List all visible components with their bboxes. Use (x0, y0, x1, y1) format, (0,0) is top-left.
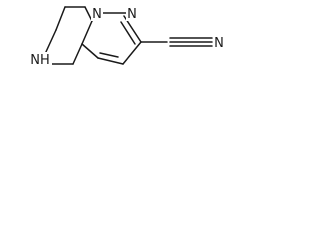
bond-c-nitrile-ch (122, 41, 142, 65)
chemical-structure: N N NH N (28, 6, 226, 68)
bond-ch-c-fusion-outer (97, 57, 124, 65)
atom-labels: N N NH N (28, 6, 226, 68)
bond-n-c-nitrile-inner (120, 21, 136, 45)
atom-n-pyrazole: N (127, 7, 137, 22)
atom-n-nitrile: N (214, 36, 224, 51)
atom-nh-amine: NH (30, 53, 50, 68)
bond-c-fusion-c-fusion (81, 43, 99, 59)
bond-c-fusion-ch2 (72, 43, 83, 65)
bond-ch-c-fusion-inner (99, 52, 119, 58)
bond-ch2-ch2-left (55, 6, 66, 31)
nitrile-bonds (140, 37, 213, 47)
atom-n-bridge: N (92, 7, 102, 22)
saturated-ring-bonds (44, 6, 93, 65)
bond-nh-ch2 (44, 29, 57, 55)
bond-ch2-n-bridge (84, 6, 93, 22)
bond-n-bridge-c-fusion (81, 20, 93, 45)
